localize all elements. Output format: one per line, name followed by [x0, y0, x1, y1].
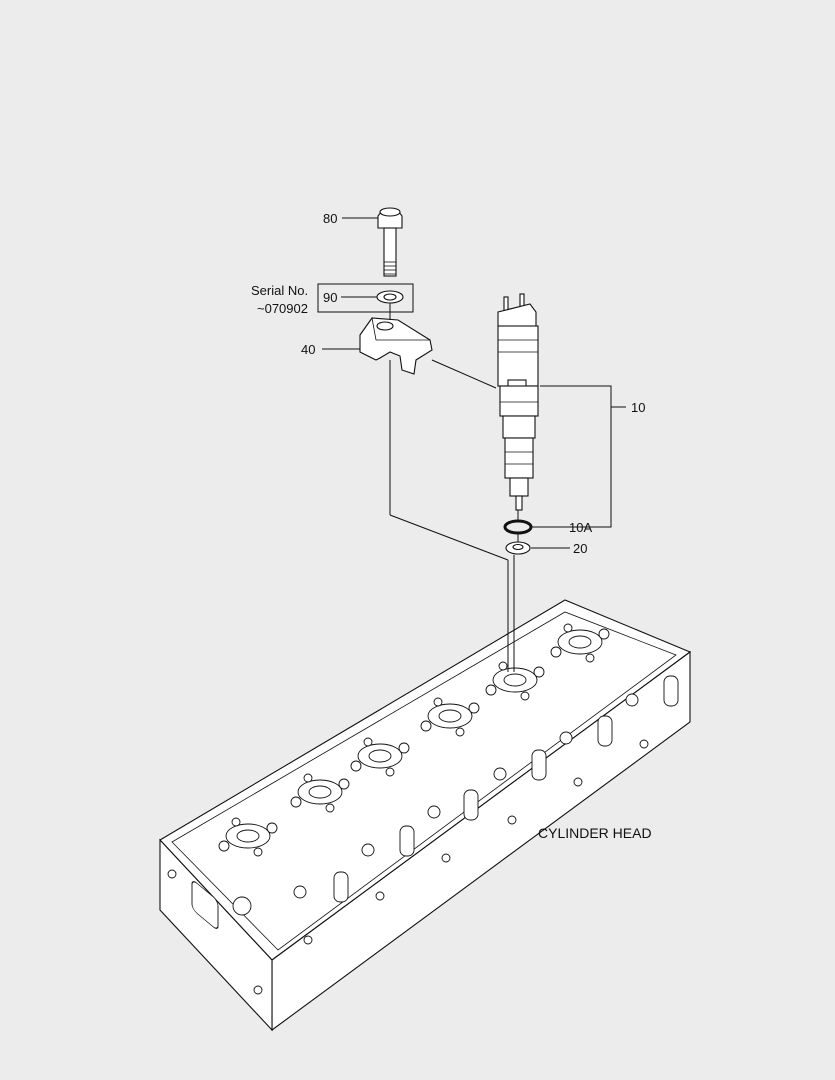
injector-part	[497, 293, 539, 511]
cylinder-head-label: CYLINDER HEAD	[538, 825, 652, 841]
callout-20: 20	[573, 541, 587, 556]
bolt-part	[377, 207, 403, 277]
callout-10a: 10A	[569, 520, 592, 535]
seal-washer-part	[505, 541, 531, 555]
serial-range-box	[317, 283, 414, 313]
cylinder-head-side-ports	[293, 675, 679, 945]
serial-no-label: Serial No.	[251, 283, 308, 298]
callout-leaders	[322, 217, 626, 549]
cylinder-head	[159, 599, 692, 1032]
callout-90: 90	[323, 290, 337, 305]
callout-40: 40	[301, 342, 315, 357]
o-ring-part	[503, 519, 533, 535]
serial-range-label: ~070902	[257, 301, 308, 316]
cylinder-ports	[218, 623, 610, 857]
callout-10: 10	[631, 400, 645, 415]
callout-80: 80	[323, 211, 337, 226]
washer-part	[376, 290, 404, 304]
cylinder-head-end-face	[159, 838, 273, 1032]
clamp-part	[359, 317, 433, 375]
assembly-lines	[389, 303, 519, 672]
